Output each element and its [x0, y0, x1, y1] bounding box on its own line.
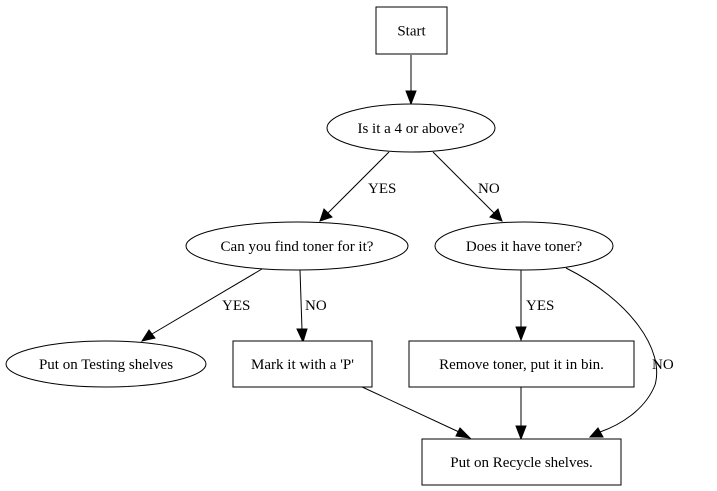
node-start: Start [375, 6, 448, 55]
edge-remove-to-recycle [515, 387, 527, 441]
node-find-toner-question-label: Can you find toner for it? [221, 239, 374, 255]
node-has-toner-question: Does it have toner? [434, 221, 614, 271]
edge-label-has-no: NO [652, 357, 674, 373]
edge-has-yes: YES [515, 270, 554, 342]
node-rating-question-label: Is it a 4 or above? [357, 121, 464, 137]
node-testing-shelves-label: Put on Testing shelves [39, 357, 173, 373]
node-remove-toner: Remove toner, put it in bin. [408, 340, 635, 388]
edge-label-find-yes: YES [222, 298, 250, 314]
node-recycle-shelves-label: Put on Recycle shelves. [450, 455, 592, 471]
edge-label-has-yes: YES [526, 298, 554, 314]
edge-rating-yes: YES [319, 151, 396, 222]
edge-label-rating-no: NO [478, 181, 500, 197]
edge-find-no: NO [296, 269, 327, 344]
node-has-toner-question-label: Does it have toner? [466, 239, 583, 255]
edge-find-yes: YES [140, 268, 263, 342]
node-mark-p-label: Mark it with a 'P' [251, 357, 354, 373]
node-remove-toner-label: Remove toner, put it in bin. [439, 357, 604, 373]
node-find-toner-question: Can you find toner for it? [185, 221, 409, 271]
edge-rating-no: NO [432, 151, 503, 222]
edge-start-to-rating [405, 55, 417, 106]
edge-label-find-no: NO [305, 298, 327, 314]
node-rating-question: Is it a 4 or above? [326, 103, 496, 153]
node-testing-shelves: Put on Testing shelves [5, 340, 207, 388]
node-recycle-shelves: Put on Recycle shelves. [421, 438, 622, 486]
node-mark-p: Mark it with a 'P' [232, 340, 373, 388]
edge-label-rating-yes: YES [368, 181, 396, 197]
node-start-label: Start [397, 24, 426, 40]
edge-has-no: NO [565, 267, 674, 438]
edge-mark-to-recycle [359, 385, 472, 439]
